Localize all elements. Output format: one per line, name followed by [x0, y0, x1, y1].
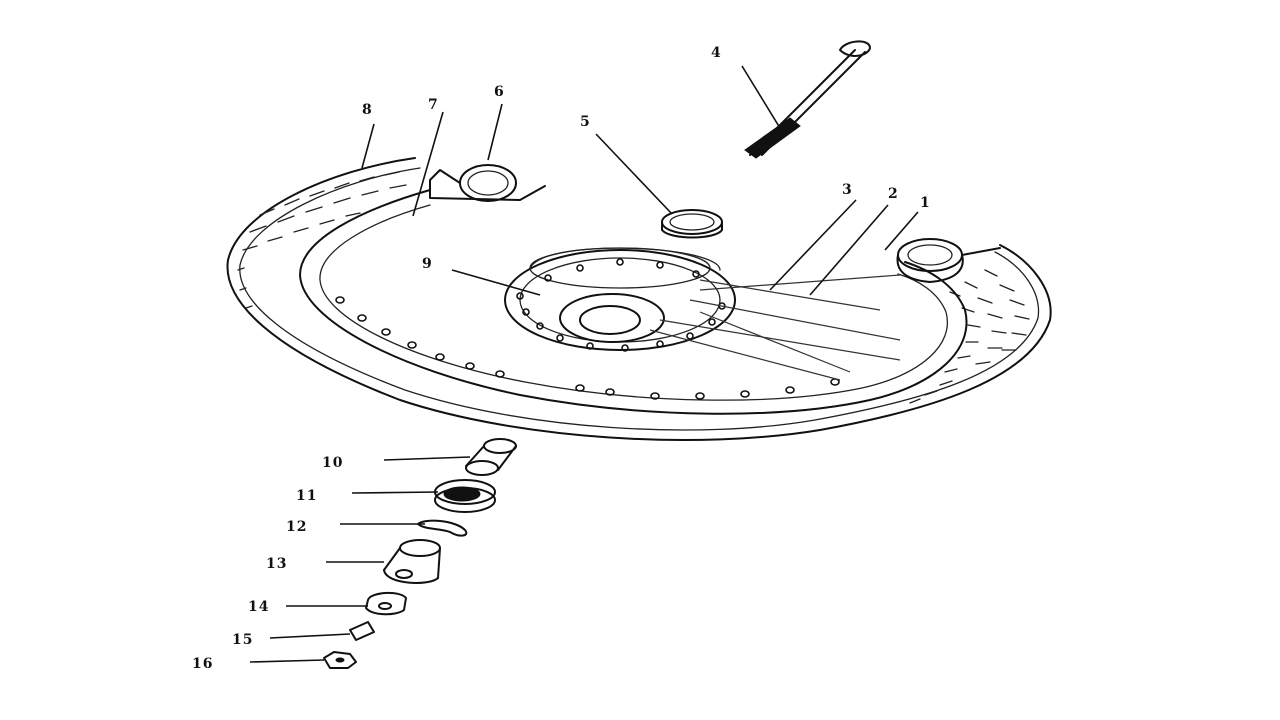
axle-collar-left [429, 164, 546, 202]
label-part-14: 14 [248, 599, 269, 615]
label-part-6: 6 [494, 84, 505, 100]
label-part-16: 16 [192, 656, 213, 672]
spacer-sleeve [465, 438, 517, 476]
label-part-5: 5 [580, 114, 591, 130]
wheel-spokes [649, 274, 901, 381]
label-part-11: 11 [296, 488, 317, 504]
axle-bolt [744, 40, 871, 159]
label-part-9: 9 [422, 256, 433, 272]
bushing-large [383, 539, 441, 584]
axle-collar-right [896, 238, 1001, 283]
tire-tread-pattern [237, 171, 1030, 404]
brake-disc-hub [504, 247, 736, 352]
label-part-7: 7 [428, 97, 439, 113]
part-number-labels: 1 2 3 4 5 6 7 8 9 10 11 12 13 14 15 16 [192, 45, 931, 672]
hex-nut [323, 651, 357, 669]
rim-inner [319, 204, 948, 401]
retaining-clip [417, 519, 468, 537]
leader-lines [249, 65, 919, 663]
ring-washer [661, 209, 723, 239]
label-part-12: 12 [286, 519, 307, 535]
rim-outer [299, 189, 968, 415]
pin [349, 621, 375, 641]
label-part-1: 1 [920, 195, 931, 211]
tire-outer-edge [226, 157, 1052, 441]
label-part-15: 15 [232, 632, 253, 648]
label-part-8: 8 [362, 102, 373, 118]
label-part-10: 10 [322, 455, 343, 471]
collar-nut [365, 592, 407, 616]
rim-spoke-holes [335, 296, 840, 400]
label-part-13: 13 [266, 556, 287, 572]
tire-outer-edge-2 [239, 167, 1040, 431]
wheel-assembly [226, 157, 1052, 441]
bearing [434, 479, 496, 513]
label-part-2: 2 [888, 186, 899, 202]
label-part-4: 4 [711, 45, 722, 61]
label-part-3: 3 [842, 182, 853, 198]
